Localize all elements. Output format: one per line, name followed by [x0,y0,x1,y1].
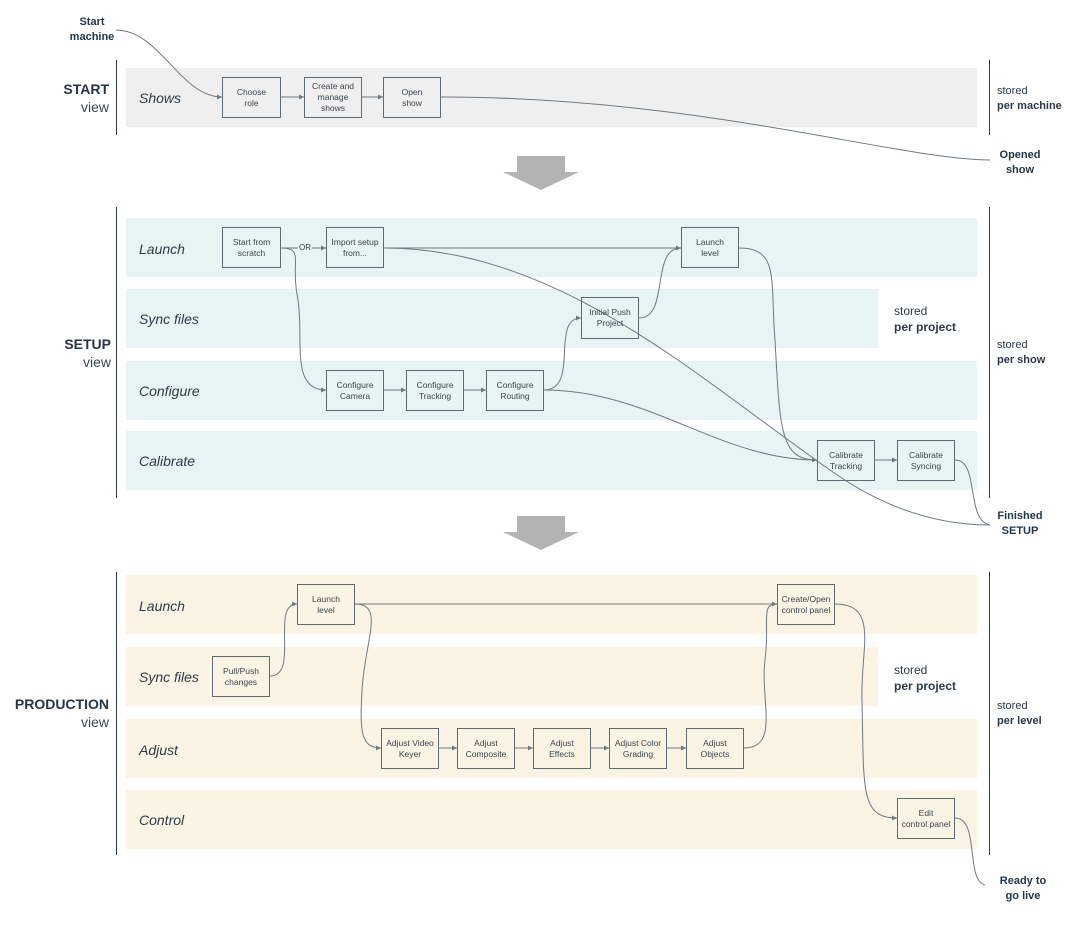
setup-stored-normal: stored [997,339,1028,351]
adjust-video-keyer-box[interactable]: Adjust Video Keyer [381,728,439,769]
production-stored-normal: stored [997,700,1028,712]
create-open-control-panel-box[interactable]: Create/Open control panel [777,584,835,625]
prod-sync-stored-label: stored per project [894,662,956,694]
setup-view-sub: view [82,354,111,370]
start-stored-normal: stored [997,85,1028,97]
setup-sync-stored-bold: per project [894,320,957,334]
start-machine-label: Start machine [69,16,115,43]
edit-control-panel-box[interactable]: Edit control panel [897,798,955,839]
lane-label-shows: Shows [139,90,182,106]
prod-sync-stored-bold: per project [894,679,957,693]
production-stored-bold: per level [997,715,1042,727]
production-stored-label: stored per level [997,699,1042,729]
production-view-sub: view [80,714,109,730]
lane-label-setup-calibrate: Calibrate [139,453,196,469]
production-view-label: PRODUCTION view [0,695,109,731]
pull-push-changes-box[interactable]: Pull/Push changes [212,656,270,697]
create-manage-shows-box[interactable]: Create and manage shows [304,77,362,118]
start-stored-label: stored per machine [997,84,1062,114]
lane-label-prod-launch: Launch [139,598,185,614]
setup-view-label: SETUP view [40,335,111,371]
lane-label-prod-adjust: Adjust [139,742,178,758]
configure-routing-box[interactable]: Configure Routing [486,370,544,411]
configure-tracking-box[interactable]: Configure Tracking [406,370,464,411]
or-label: OR [299,243,311,252]
configure-camera-box[interactable]: Configure Camera [326,370,384,411]
prod-left-bracket [116,572,117,855]
start-view-label: START view [40,80,109,116]
open-show-box[interactable]: Open show [383,77,441,118]
lane-label-prod-sync: Sync files [139,669,199,685]
setup-sync-stored-label: stored per project [894,303,956,335]
setup-sync-lane [126,289,878,348]
choose-role-box[interactable]: Choose role [222,77,281,118]
prod-sync-stored-normal: stored [894,663,928,677]
lane-label-prod-control: Control [139,812,185,828]
setup-stored-label: stored per show [997,338,1045,368]
adjust-color-grading-box[interactable]: Adjust Color Grading [609,728,667,769]
prod-launch-level-box[interactable]: Launch level [297,584,355,625]
lane-label-setup-launch: Launch [139,241,185,257]
start-stored-bold: per machine [997,100,1062,112]
calibrate-syncing-box[interactable]: Calibrate Syncing [897,440,955,481]
down-arrow-1 [503,156,579,190]
setup-stored-bold: per show [997,354,1046,366]
calibrate-tracking-box[interactable]: Calibrate Tracking [817,440,875,481]
finished-setup-label: Finished SETUP [997,510,1043,537]
adjust-composite-box[interactable]: Adjust Composite [457,728,515,769]
down-arrow-2 [503,516,579,550]
start-view-title: START [63,81,109,97]
start-from-scratch-box[interactable]: Start from scratch [222,227,281,268]
start-left-bracket [116,60,117,135]
prod-right-bracket [989,572,990,855]
setup-launch-level-box[interactable]: Launch level [681,227,739,268]
setup-left-bracket [116,207,117,498]
production-view-title: PRODUCTION [14,696,109,712]
ready-to-go-live-label: Ready to go live [999,875,1047,902]
start-right-bracket [989,60,990,135]
adjust-effects-box[interactable]: Adjust Effects [533,728,591,769]
prod-control-lane [126,790,977,849]
lane-label-setup-sync: Sync files [139,311,199,327]
opened-show-label: Opened show [999,149,1041,176]
setup-right-bracket [989,207,990,498]
import-setup-box[interactable]: Import setup from... [326,227,384,268]
setup-view-title: SETUP [64,336,111,352]
setup-sync-stored-normal: stored [894,304,928,318]
lane-label-setup-configure: Configure [139,383,200,399]
initial-push-project-box[interactable]: Initial Push Project [581,297,639,339]
start-view-sub: view [80,99,109,115]
adjust-objects-box[interactable]: Adjust Objects [686,728,744,769]
